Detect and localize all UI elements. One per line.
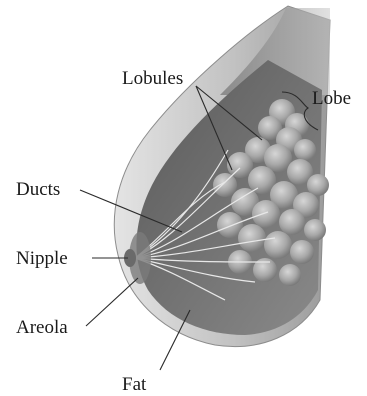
label-lobules: Lobules	[122, 68, 183, 89]
label-nipple: Nipple	[16, 248, 68, 269]
label-lobe: Lobe	[312, 88, 351, 109]
areola-leader	[86, 278, 138, 326]
label-fat: Fat	[122, 374, 147, 395]
label-ducts: Ducts	[16, 179, 60, 200]
label-areola: Areola	[16, 317, 68, 338]
